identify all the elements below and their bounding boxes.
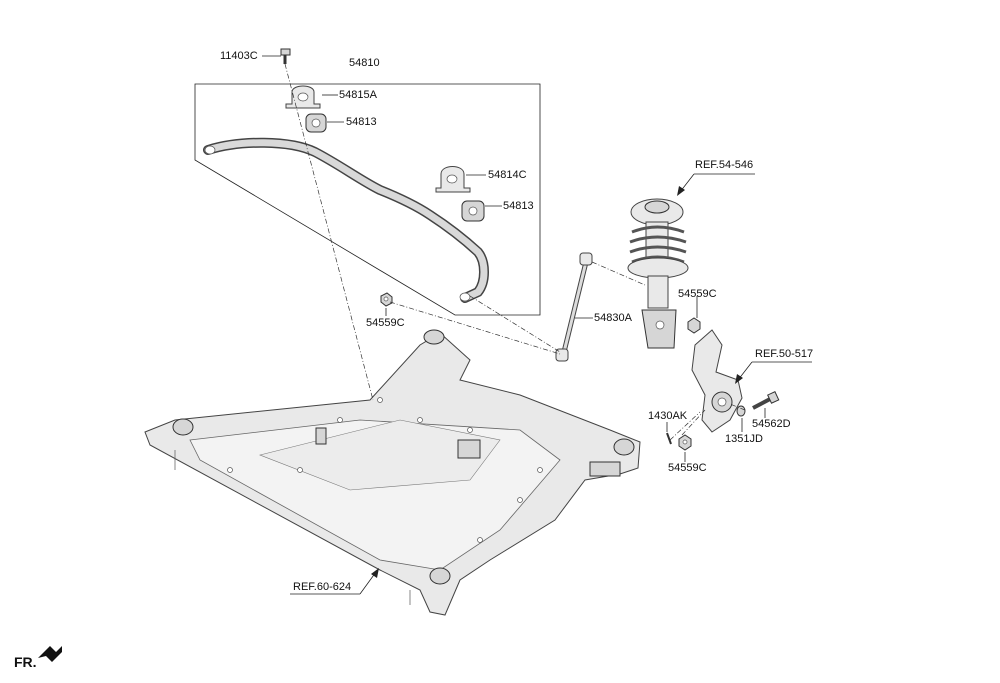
- strut-assembly-part: [627, 198, 689, 349]
- crossmember-part: [144, 329, 641, 616]
- label-54830a: 54830A: [594, 312, 632, 324]
- label-54810: 54810: [349, 57, 380, 69]
- label-ref-crossmember[interactable]: REF.60-624: [293, 581, 352, 593]
- bushing-54813-a-part: [305, 113, 327, 133]
- label-54559c-left: 54559C: [366, 317, 405, 329]
- label-54815a: 54815A: [339, 89, 377, 101]
- washer-1351jd-part: [736, 405, 746, 417]
- label-ref-knuckle[interactable]: REF.50-517: [755, 348, 814, 360]
- label-54562d: 54562D: [752, 418, 791, 430]
- stabilizer-group-frame: [194, 83, 541, 316]
- label-11403c: 11403C: [220, 50, 258, 62]
- pin-1430ak-part: [666, 432, 672, 445]
- label-54813-a: 54813: [346, 116, 377, 128]
- bolt-54562d-part: [752, 391, 780, 410]
- label-1351jd: 1351JD: [725, 433, 763, 445]
- bushing-bracket-54815a-part: [285, 85, 321, 109]
- stabilizer-bar: [203, 137, 489, 303]
- label-ref-strut[interactable]: REF.54-546: [695, 159, 754, 171]
- bushing-54813-b-part: [461, 200, 485, 222]
- bracket-54814c-part: [435, 166, 471, 193]
- nut-54559c-strut-part: [687, 317, 701, 334]
- arrow-left-down-icon: [38, 646, 62, 662]
- label-1430ak: 1430AK: [648, 410, 688, 422]
- front-indicator: FR.: [14, 654, 37, 670]
- bolt-11403c-part: [280, 48, 291, 64]
- label-54559c-bottom: 54559C: [668, 462, 707, 474]
- label-54813-b: 54813: [503, 200, 534, 212]
- assembly-lines: [284, 63, 746, 441]
- label-54559c-strut: 54559C: [678, 288, 717, 300]
- nut-54559c-bottom-part: [678, 434, 692, 451]
- label-54814c: 54814C: [488, 169, 527, 181]
- nut-54559c-left-part: [380, 292, 393, 307]
- stabilizer-link-54830a-part: [555, 252, 593, 362]
- leader-lines: [262, 55, 812, 595]
- knuckle-part: [691, 329, 743, 433]
